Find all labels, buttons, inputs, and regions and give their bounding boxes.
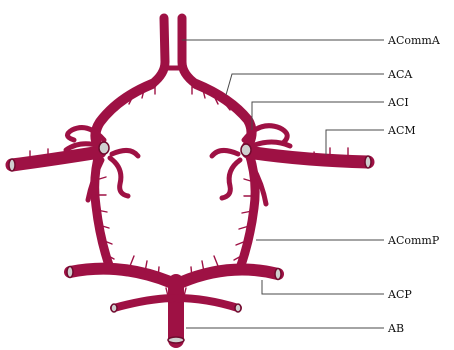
vessel-lumens [9,142,371,343]
aci-right-lumen [241,144,251,156]
aca-right-stub [182,18,196,84]
branch-right-curl-2 [252,142,290,146]
labels: ACommA ACA ACI ACM ACommP ACP AB [387,34,441,335]
label-acommp: ACommP [387,234,440,247]
ab-branch-right-lumen [235,304,241,312]
ab-lumen [168,337,184,343]
branch-right-curl-4 [212,150,238,156]
leader-acm [326,130,384,155]
leader-acp [262,280,384,294]
acm-right-vessel [248,152,368,162]
branch-right-curl-3 [222,160,240,198]
acm-left-vessel [12,152,100,165]
perforating-twigs [30,82,348,296]
aci-left-lumen [99,142,109,154]
label-acp: ACP [387,288,412,301]
vessel-trunks [12,18,368,340]
acp-left-lumen [67,267,73,278]
leader-aca [226,74,384,95]
label-acomma: ACommA [387,34,441,47]
ab-branch-left [114,298,176,308]
aca-left-stub [152,18,165,84]
label-ab: AB [387,322,404,335]
acp-right-lumen [275,269,281,280]
label-aca: ACA [387,68,413,81]
acm-right-lumen [365,156,371,168]
label-aci: ACI [387,96,409,109]
leader-lines [182,40,384,328]
ab-branch-left-lumen [111,304,117,312]
ab-branch-right [176,298,238,308]
branch-left-curl-3 [110,158,128,196]
label-acm: ACM [387,124,416,137]
acp-right-vessel [182,270,278,283]
acp-left-vessel [70,269,170,282]
acm-left-lumen [9,159,15,171]
branch-left-curl-4 [112,150,138,156]
